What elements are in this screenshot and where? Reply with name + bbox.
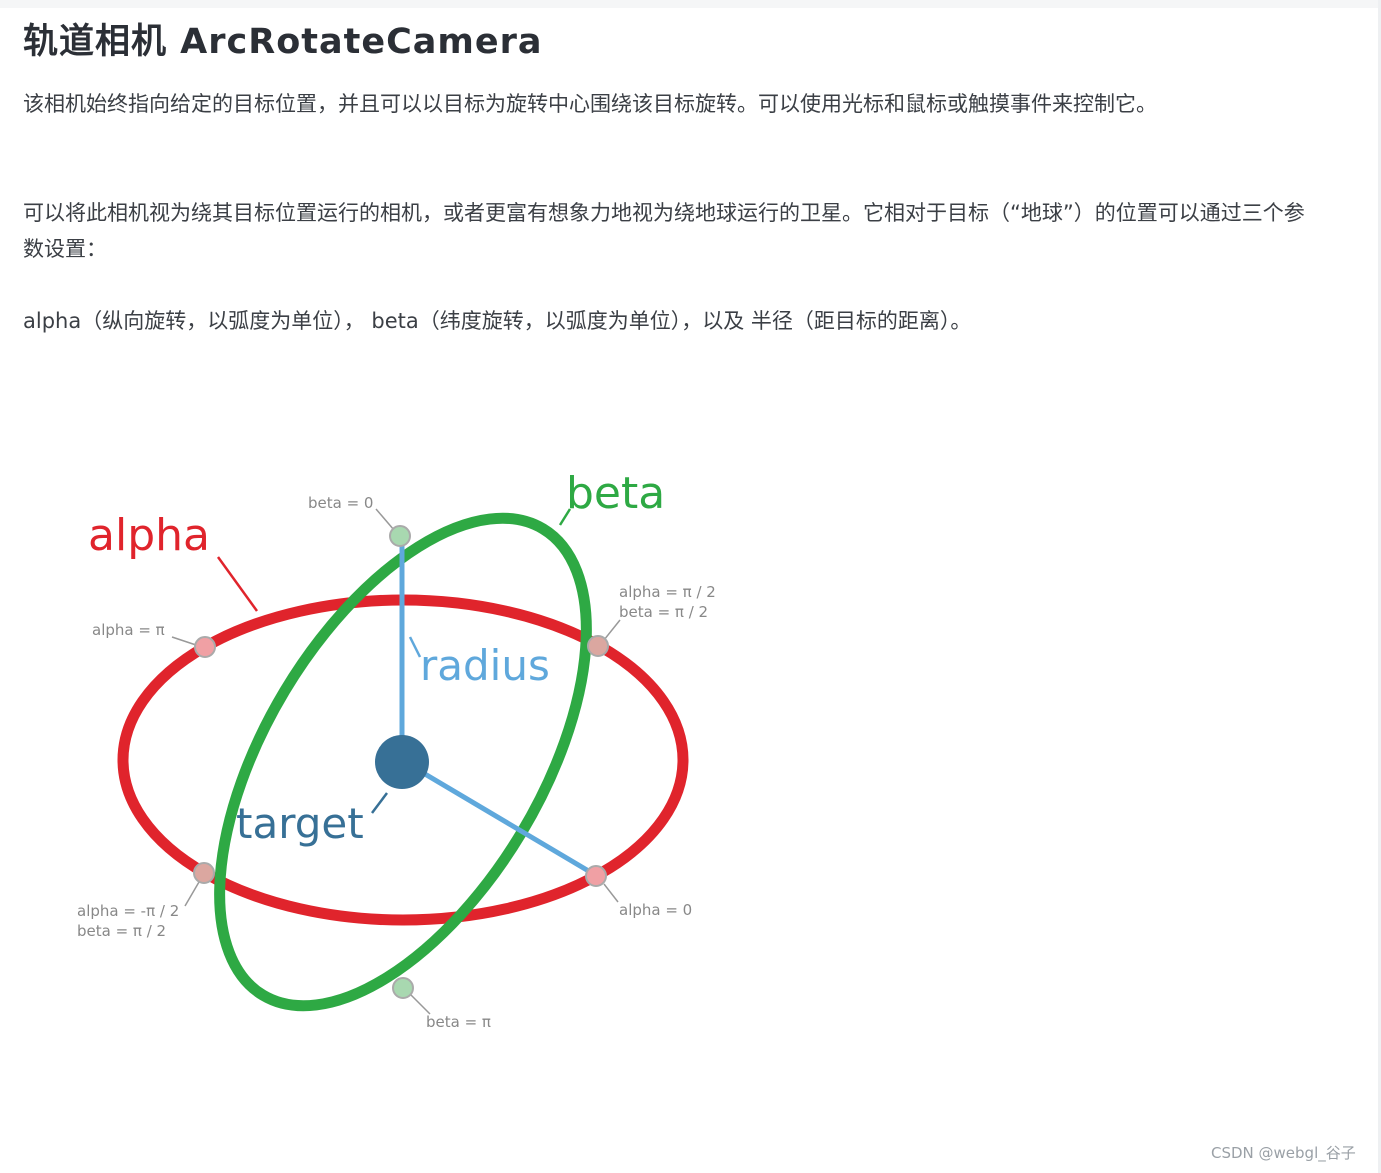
marker-alpha-pi	[194, 636, 216, 658]
alpha-pointer	[216, 556, 259, 612]
page-title: 轨道相机 ArcRotateCamera	[23, 22, 543, 62]
annotation-alpha-pi2-line2: beta = π / 2	[619, 603, 708, 621]
annotation-alpha-pi: alpha = π	[92, 621, 165, 639]
marker-beta-pi	[392, 977, 414, 999]
scroll-edge	[1378, 0, 1381, 1173]
alpha-pi-leader	[171, 636, 197, 646]
target-label: target	[236, 799, 364, 848]
marker-beta-0	[389, 525, 411, 547]
annotation-alpha-neg-pi2-line1: alpha = -π / 2	[77, 902, 179, 920]
beta-0-leader	[375, 508, 395, 531]
marker-alpha-neg-pi2	[193, 862, 215, 884]
annotation-alpha-pi2-line1: alpha = π / 2	[619, 583, 716, 601]
annotation-alpha-neg-pi2-line2: beta = π / 2	[77, 922, 166, 940]
top-strip	[0, 0, 1381, 8]
annotation-alpha-0: alpha = 0	[619, 901, 692, 919]
alpha-neg-pi2-leader	[184, 881, 200, 907]
beta-label: beta	[566, 468, 665, 519]
watermark: CSDN @webgl_谷子	[1211, 1144, 1356, 1162]
radius-label: radius	[420, 641, 550, 690]
marker-alpha-pi2	[587, 635, 609, 657]
beta-pointer	[558, 508, 572, 526]
marker-alpha-0	[585, 865, 607, 887]
alpha-pi2-leader	[603, 619, 621, 641]
alpha-0-leader	[603, 883, 619, 903]
paragraph-satellite: 可以将此相机视为绕其目标位置运行的相机，或者更富有想象力地视为绕地球运行的卫星。…	[23, 201, 1305, 261]
annotation-beta-0: beta = 0	[308, 494, 373, 512]
annotation-beta-pi: beta = π	[426, 1013, 491, 1031]
arc-rotate-camera-diagram: alpha beta radius target beta = 0 alpha …	[77, 468, 716, 1031]
target-pointer	[371, 792, 388, 814]
radius-line-diagonal	[401, 758, 599, 879]
paragraph-intro: 该相机始终指向给定的目标位置，并且可以以目标为旋转中心围绕该目标旋转。可以使用光…	[23, 92, 1157, 116]
beta-pi-leader	[409, 993, 431, 1015]
radius-pointer	[408, 636, 422, 658]
alpha-label: alpha	[88, 510, 210, 561]
target-sphere	[375, 735, 429, 789]
paragraph-parameters: alpha（纵向旋转，以弧度为单位）， beta（纬度旋转，以弧度为单位），以及…	[23, 309, 972, 333]
